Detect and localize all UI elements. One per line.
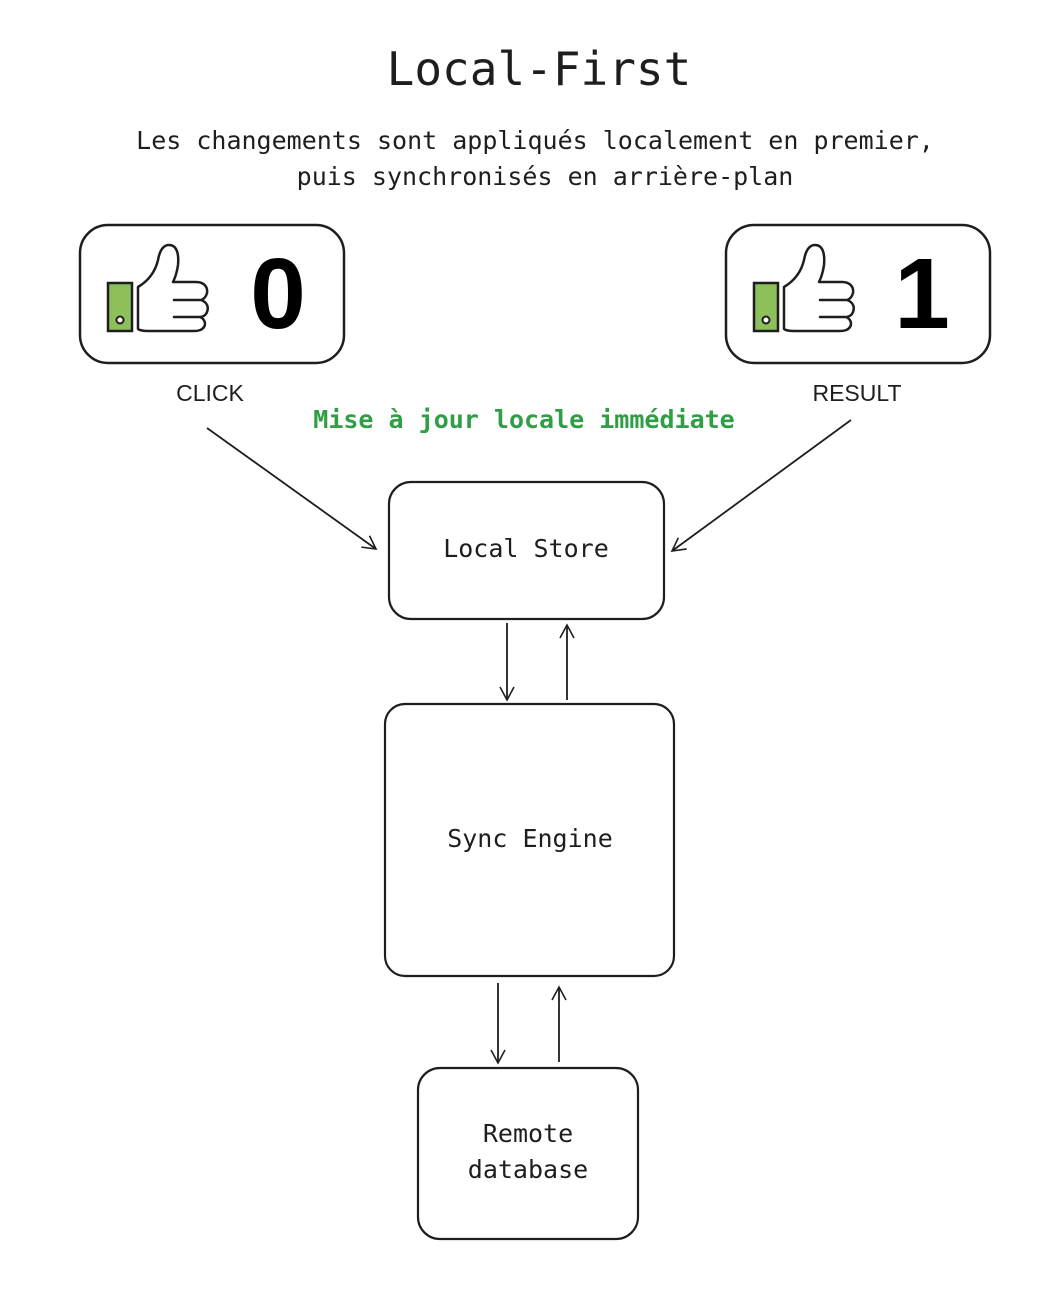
local-store-label: Local Store	[443, 534, 609, 563]
page-title: Local-First	[387, 42, 692, 96]
click-label: CLICK	[176, 380, 244, 406]
remote-database-label-line-1: Remote	[483, 1119, 573, 1148]
result-label: RESULT	[812, 380, 901, 406]
sync-engine-label: Sync Engine	[447, 824, 613, 853]
like-widget-after[interactable]: 1	[724, 223, 992, 365]
arrow-click-to-local-store	[206, 427, 378, 550]
subtitle-line-1: Les changements sont appliqués localemen…	[136, 126, 934, 155]
remote-database-label-line-2: database	[468, 1155, 588, 1184]
like-widget-before[interactable]: 0	[78, 223, 346, 365]
arrow-result-to-local-store	[670, 419, 852, 552]
sync-engine-node: Sync Engine	[383, 702, 676, 978]
subtitle-line-2: puis synchronisés en arrière-plan	[297, 162, 794, 191]
like-count-before: 0	[250, 238, 306, 350]
like-count-after: 1	[894, 238, 950, 350]
annotation-immediate-update: Mise à jour locale immédiate	[313, 405, 734, 434]
remote-database-node: Remote database	[416, 1066, 640, 1241]
local-store-node: Local Store	[387, 480, 666, 621]
